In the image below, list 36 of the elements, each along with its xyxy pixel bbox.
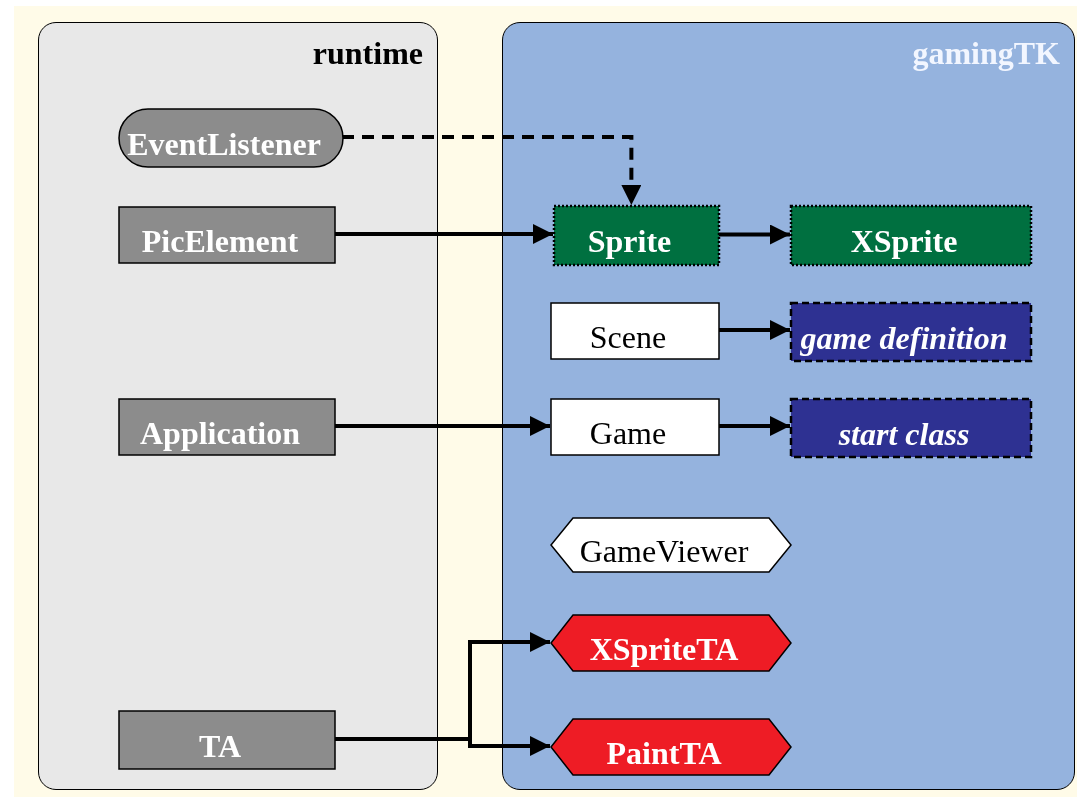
class-box: [791, 399, 1031, 457]
class-name: start class: [838, 414, 971, 453]
group-panel: [502, 22, 1075, 790]
class-name: XSprite: [850, 222, 959, 260]
class-name: PaintTA: [606, 733, 723, 772]
class-box: [119, 207, 335, 263]
class-box: [791, 303, 1031, 361]
group-title: gamingTK: [912, 34, 1061, 72]
arrow: [334, 416, 550, 436]
class-box: [791, 206, 1031, 265]
class-box: [119, 711, 335, 769]
arrow: [342, 135, 642, 205]
group-title: runtime: [312, 34, 424, 72]
class-name: game definition: [800, 318, 1009, 357]
class-name: GameViewer: [579, 531, 750, 570]
class-box: [119, 399, 335, 455]
class-name: TA: [198, 726, 243, 765]
class-box: [554, 206, 719, 265]
group-panel: [38, 22, 438, 790]
class-name: EventListener: [127, 124, 322, 163]
class-pill: [119, 109, 343, 167]
arrow: [718, 224, 790, 245]
class-name: PicElement: [141, 221, 300, 260]
class-hexagon: [551, 615, 791, 671]
class-box: [551, 303, 719, 359]
class-name: Application: [140, 413, 301, 452]
class-name: Scene: [589, 317, 668, 356]
arrow: [718, 320, 790, 340]
class-name: Sprite: [587, 222, 673, 260]
class-name: XSpriteTA: [589, 629, 740, 668]
class-box: [551, 399, 719, 455]
class-hexagon: [551, 719, 791, 775]
class-name: Game: [589, 413, 668, 452]
arrow: [718, 416, 790, 436]
arrow: [334, 224, 553, 244]
class-hexagon: [551, 518, 791, 572]
